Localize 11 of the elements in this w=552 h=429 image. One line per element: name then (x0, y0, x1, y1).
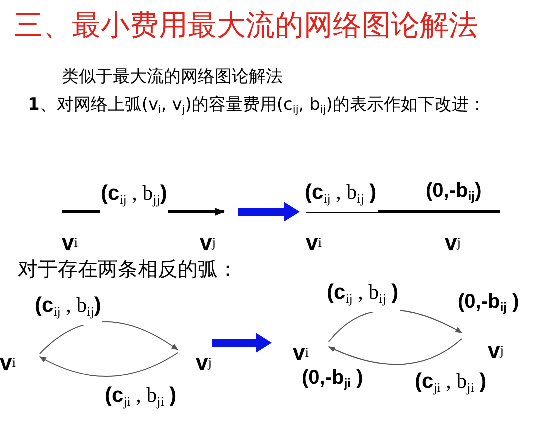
arc-arrow (62, 208, 225, 216)
slide-title: 三、最小费用最大流的网络图论解法 (14, 8, 478, 42)
arc-arrow (328, 338, 462, 366)
text-line: 1、对网络上弧(v$_{i}$, v$_{j}$)的容量费用(c$_{ij}$, b$_{ij}$)的表示作如下改进： (28, 94, 486, 118)
text-line: 类似于最大流的网络图论解法 (62, 66, 283, 88)
text-line: 对于存在两条相反的弧： (18, 258, 238, 280)
arc-arrow (39, 352, 178, 377)
cost-label: (0,-b$_{ij}$ ) (458, 290, 520, 317)
cost-label: (0,-b$_{ij}$) (426, 179, 482, 206)
arc-arrow (40, 322, 179, 354)
cost-label: (0,-b$_{ji}$ ) (302, 366, 364, 393)
